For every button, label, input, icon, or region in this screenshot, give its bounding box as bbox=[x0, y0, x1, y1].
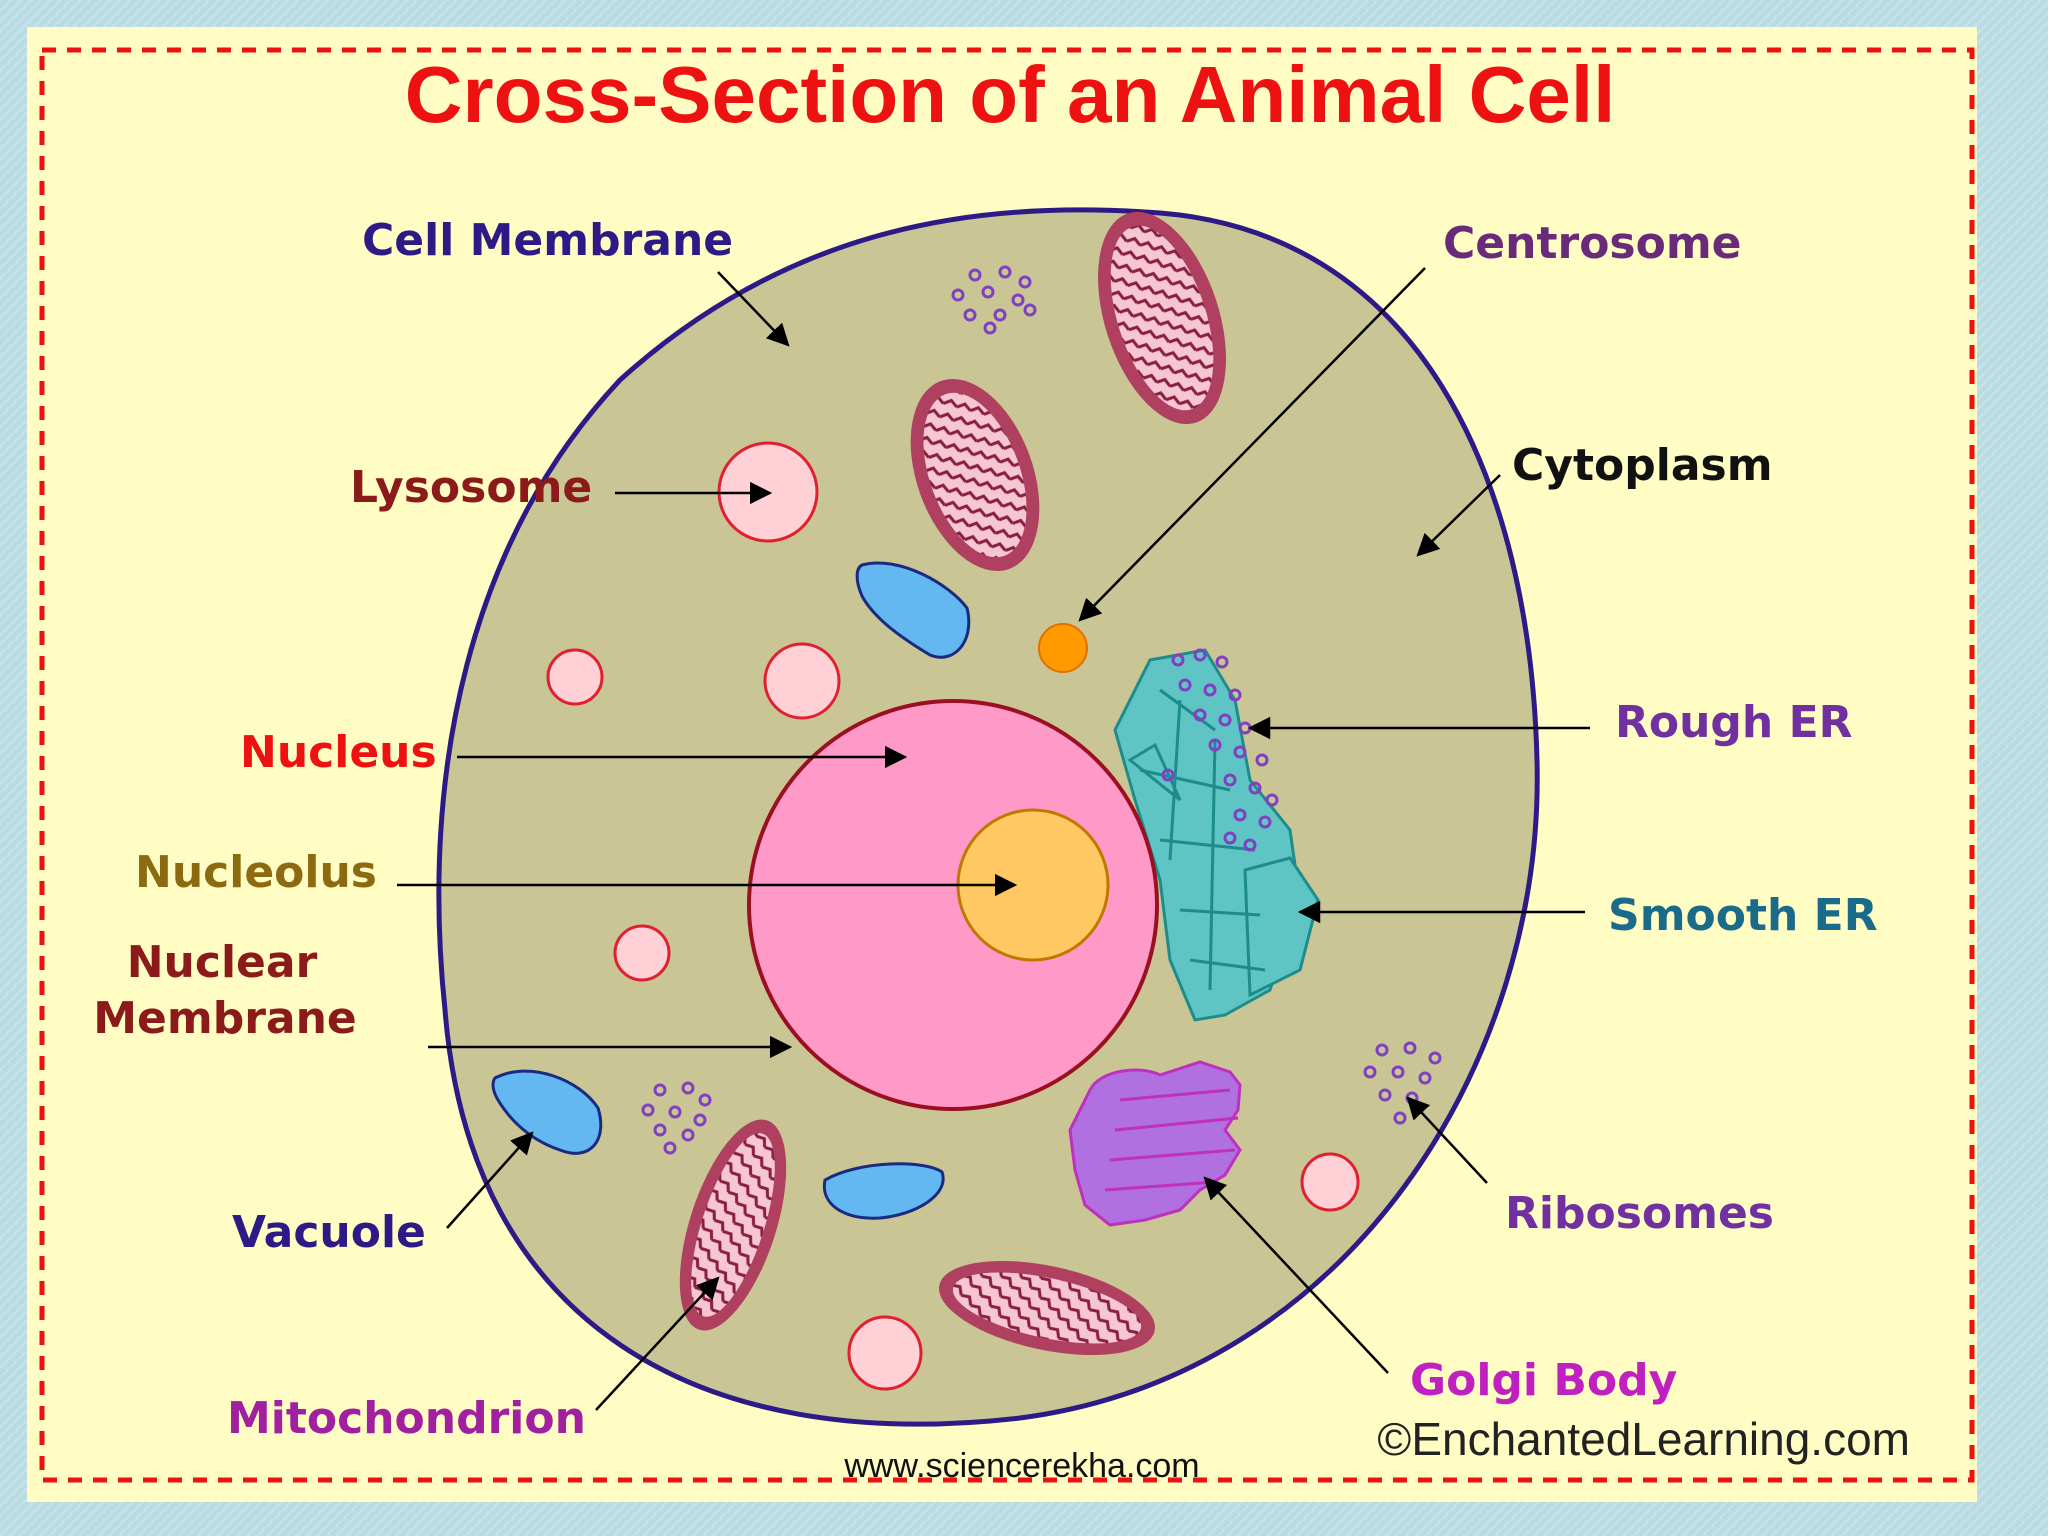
credit-text: ©EnchantedLearning.com bbox=[1377, 1413, 1910, 1465]
ribosome-cluster bbox=[641, 1081, 712, 1155]
ribosome-cluster bbox=[951, 265, 1037, 335]
label-smooth-er: Smooth ER bbox=[1608, 890, 1878, 941]
label-lysosome: Lysosome bbox=[350, 462, 592, 513]
label-nucleus: Nucleus bbox=[240, 727, 437, 778]
label-nuclear-membrane-line1: Nuclear bbox=[127, 937, 318, 988]
label-nucleolus: Nucleolus bbox=[135, 847, 377, 898]
label-nuclear-membrane-line2: Membrane bbox=[93, 993, 357, 1044]
label-ribosomes: Ribosomes bbox=[1505, 1188, 1774, 1239]
lysosome bbox=[546, 441, 1360, 1391]
golgi-body bbox=[1068, 1060, 1242, 1227]
label-centrosome: Centrosome bbox=[1443, 218, 1742, 269]
label-rough-er: Rough ER bbox=[1615, 697, 1853, 748]
rough-er-ribosomes bbox=[1161, 648, 1279, 852]
website-watermark: www.sciencerekha.com bbox=[843, 1447, 1199, 1485]
label-golgi-body: Golgi Body bbox=[1410, 1355, 1677, 1406]
mitochondrion bbox=[939, 1260, 1155, 1356]
label-cytoplasm: Cytoplasm bbox=[1512, 440, 1773, 491]
label-mitochondrion: Mitochondrion bbox=[227, 1393, 586, 1444]
diagram-title: Cross-Section of an Animal Cell bbox=[405, 50, 1616, 139]
vacuole bbox=[491, 561, 971, 1220]
centrosome bbox=[1038, 623, 1088, 673]
nucleus bbox=[747, 699, 1159, 1111]
mitochondrion bbox=[1098, 211, 1226, 425]
dashed-border bbox=[39, 47, 1975, 1483]
mitochondrion bbox=[910, 378, 1040, 572]
pointer-lines bbox=[397, 267, 1590, 1411]
label-vacuole: Vacuole bbox=[232, 1207, 426, 1258]
endoplasmic-reticulum bbox=[1113, 648, 1320, 1022]
label-cell-membrane: Cell Membrane bbox=[362, 215, 733, 266]
